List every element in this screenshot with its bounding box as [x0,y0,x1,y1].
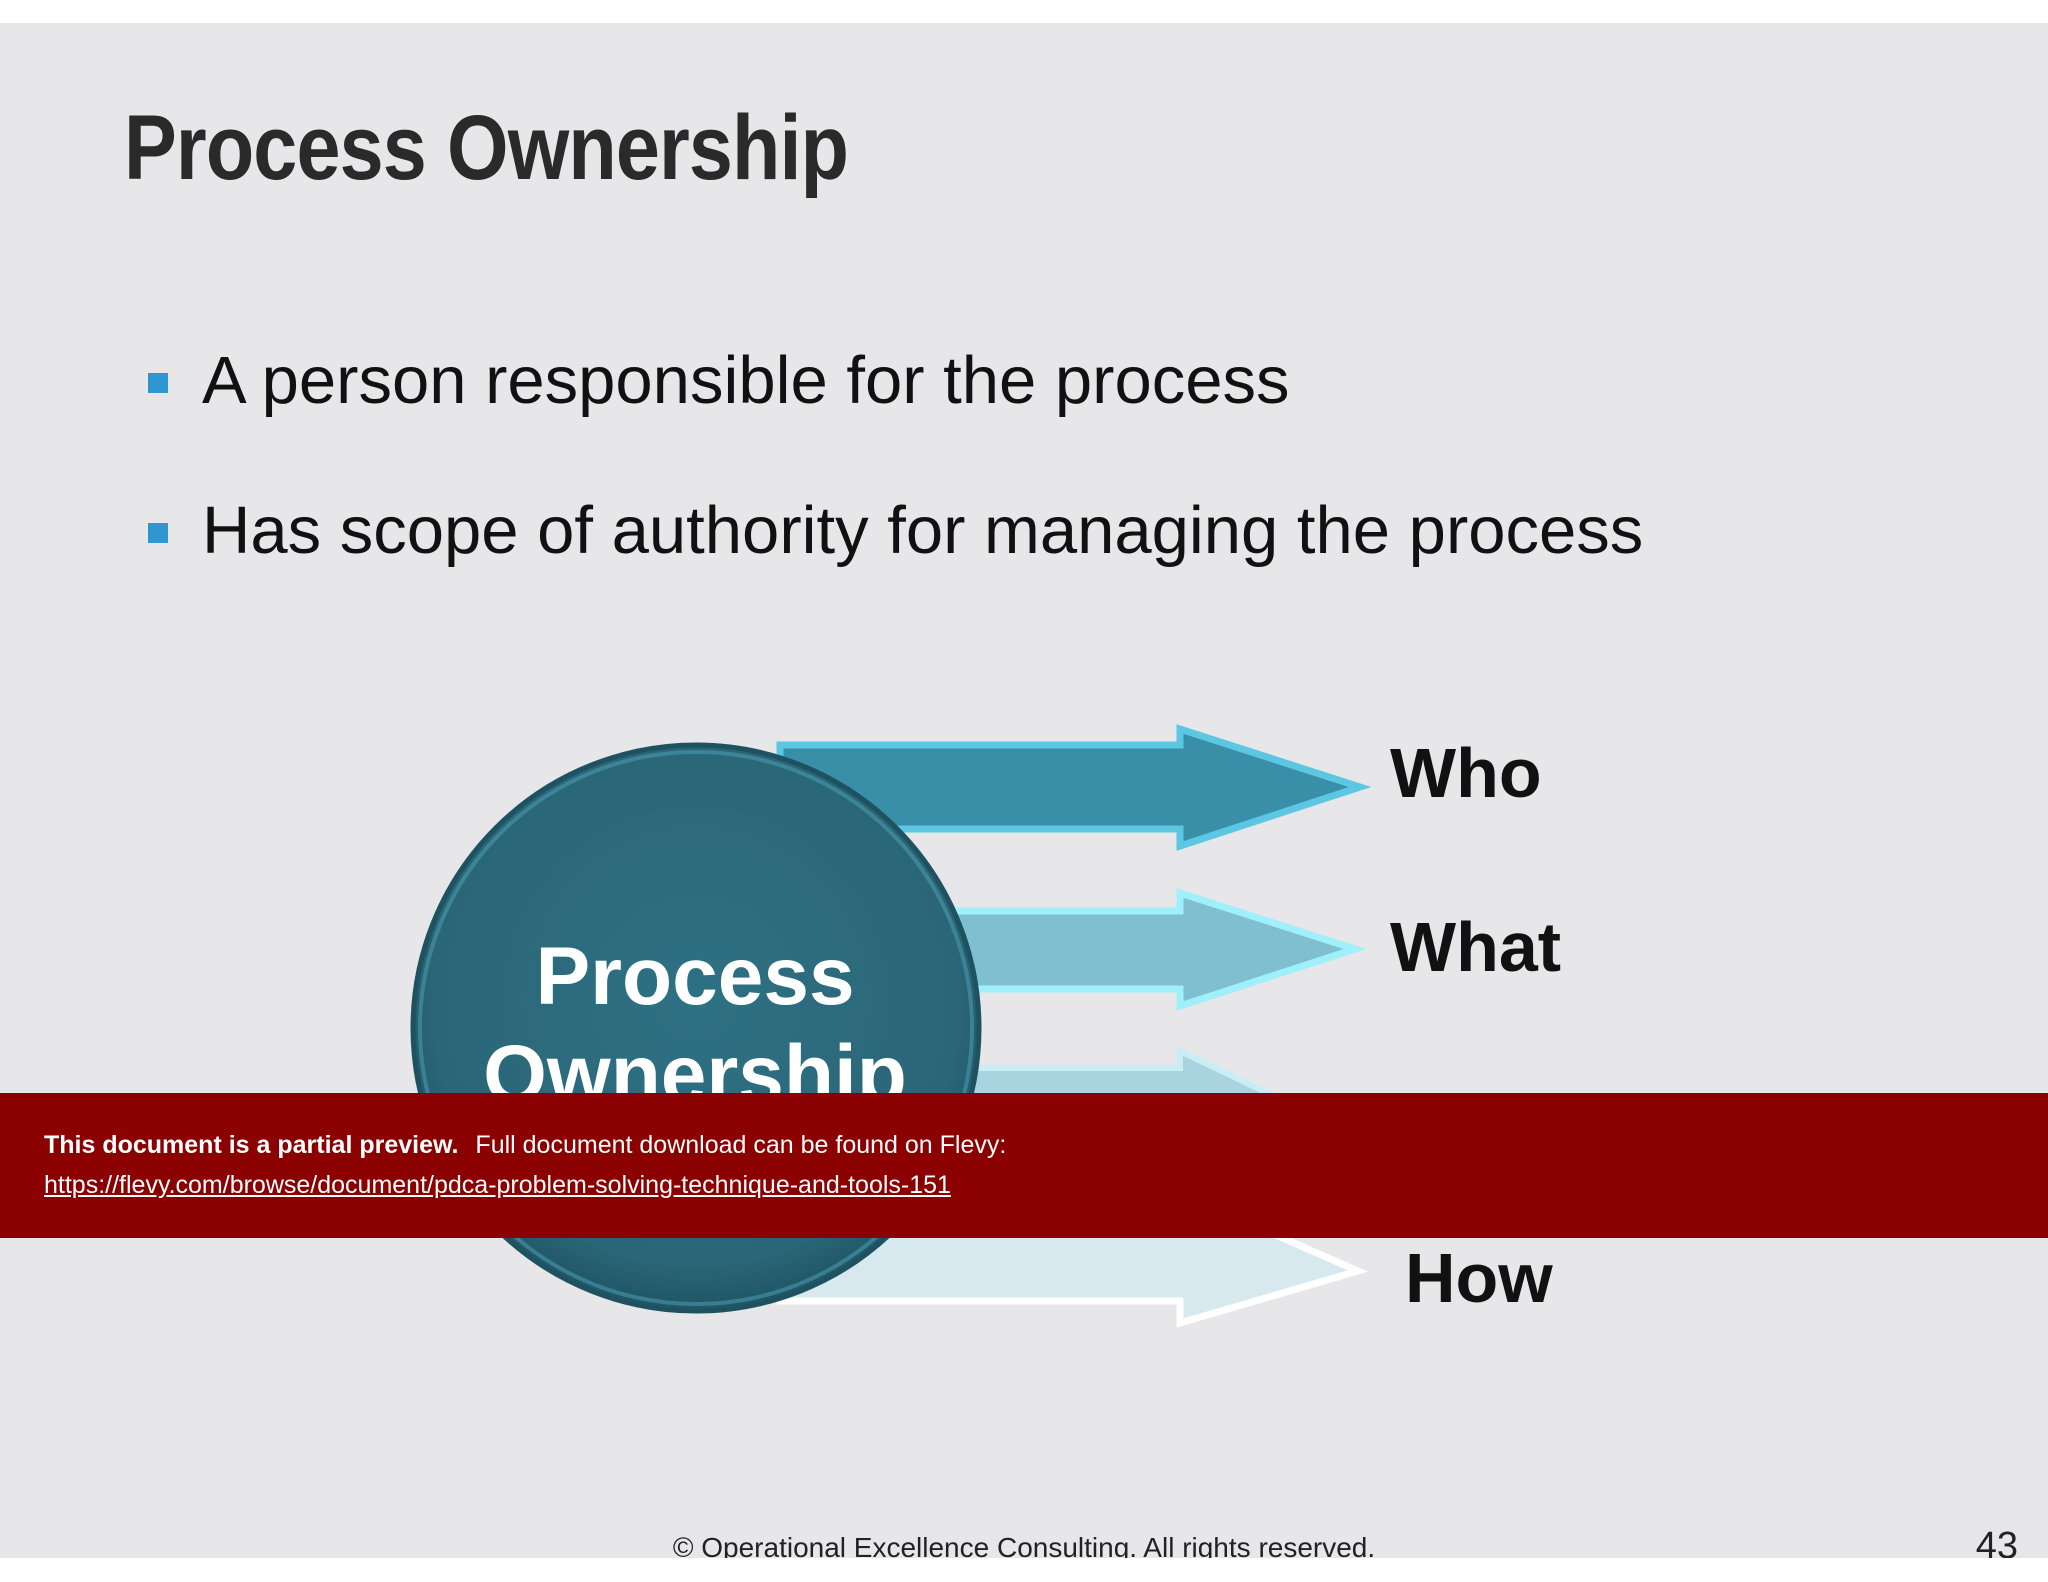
arrow-label-what: What [1390,908,1562,986]
bullet-text: A person responsible for the process [202,343,1290,418]
preview-notice-bold: This document is a partial preview. [44,1131,459,1159]
preview-notice-text: Full document download can be found on F… [475,1131,1007,1159]
circle-label-line1: Process [535,931,855,1022]
arrow-label-how: How [1405,1239,1553,1317]
copyright-footer: © Operational Excellence Consulting. All… [672,1532,1376,1558]
circle-rim-highlight [418,750,974,1306]
square-bullet-icon [148,373,168,393]
page-number: 43 [1975,1525,2018,1558]
preview-banner: This document is a partial preview. Full… [0,1093,2048,1238]
slide: Process Ownership A person responsible f… [0,23,2048,1558]
flevy-document-link[interactable]: https://flevy.com/browse/document/pdca-p… [44,1171,951,1199]
process-ownership-diagram [410,724,1372,1328]
arrow-label-who: Who [1390,734,1542,812]
square-bullet-icon [148,523,168,543]
slide-title: Process Ownership [124,97,849,199]
preview-notice: This document is a partial preview. Full… [44,1131,1006,1160]
bullet-text: Has scope of authority for managing the … [202,493,1644,568]
